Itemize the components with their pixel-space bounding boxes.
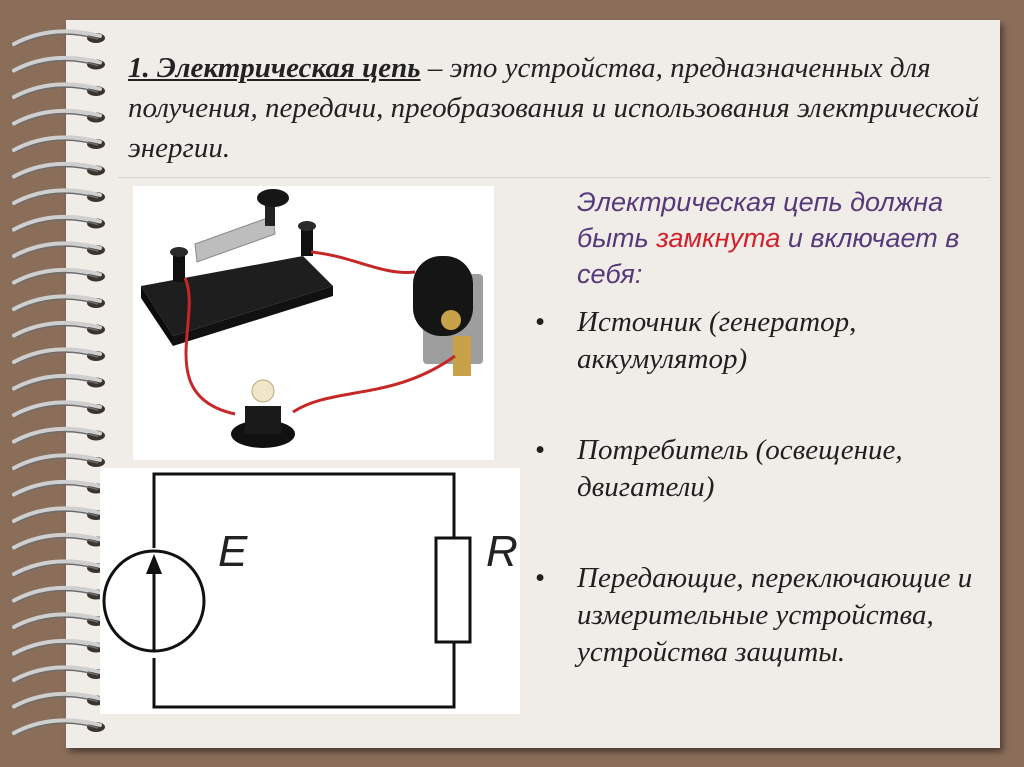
spiral-coil-icon [12,135,105,153]
spiral-coil-icon [12,55,105,74]
spiral-coil-icon [12,585,105,604]
battery-terminal [453,336,471,376]
spiral-coil-icon [12,426,105,445]
source-arrow-icon [146,554,162,574]
intro-highlight: замкнута [656,223,781,253]
spiral-coil-icon [12,479,105,498]
wire-top [310,250,416,275]
terminal-right [301,226,313,256]
terminal-left [173,252,185,282]
spiral-coil-icon [12,665,105,683]
spiral-coil-icon [12,188,105,206]
spiral-coil-icon [12,453,105,471]
spiral-coil-icon [12,82,105,100]
switch-blade [194,215,276,263]
spiral-coil-icon [12,718,105,736]
load-label: R [486,527,518,576]
circuit-photo-drawing [141,189,483,448]
title-divider [118,177,990,178]
spiral-coil-icon [12,347,105,365]
spiral-coil-icon [12,108,105,127]
list-item-text: Передающие, переключающие и измерительны… [577,562,973,668]
source-label: E [218,527,248,576]
spiral-coil-icon [12,400,105,418]
spiral-coil-icon [12,241,105,259]
title-definition: – это устройства, предназначенных для по… [128,52,980,164]
spiral-coil-icon [12,214,105,233]
spiral-coil-icon [12,373,105,392]
spiral-coil-icon [12,691,105,710]
spiral-coil-icon [12,638,105,657]
spiral-coil-icon [12,612,105,630]
bullet-icon: • [535,562,546,594]
spiral-coil-icon [12,506,105,524]
spiral-coil-icon [12,532,105,551]
spiral-coil-icon [12,29,105,47]
spiral-binding [12,29,105,736]
bullet-icon: • [535,434,546,466]
intro-text: Электрическая цепь должна быть замкнута … [577,184,987,292]
intro-part-2: и включает в себя: [577,223,960,289]
circuit-schematic: E R [100,468,520,714]
bullet-icon: • [535,306,546,338]
list-item-text: Источник (генератор, аккумулятор) [577,306,857,375]
switch-handle [257,189,289,207]
spiral-coil-icon [12,559,105,577]
spiral-coil-icon [12,320,105,339]
spiral-coil-icon [12,161,105,180]
circuit-photo [133,186,494,460]
resistor-symbol [434,536,472,644]
lamp-bulb [251,379,275,403]
spiral-coil-icon [12,294,105,312]
intro-part-1: Электрическая цепь должна быть [577,187,944,253]
wire-left [183,277,236,416]
slide-title: 1. Электрическая цепь – это устройства, … [128,48,988,168]
list-item-text: Потребитель (освещение, двигатели) [577,434,903,503]
title-term: 1. Электрическая цепь [128,52,421,84]
spiral-coil-icon [12,267,105,286]
wire-bottom [292,354,456,414]
